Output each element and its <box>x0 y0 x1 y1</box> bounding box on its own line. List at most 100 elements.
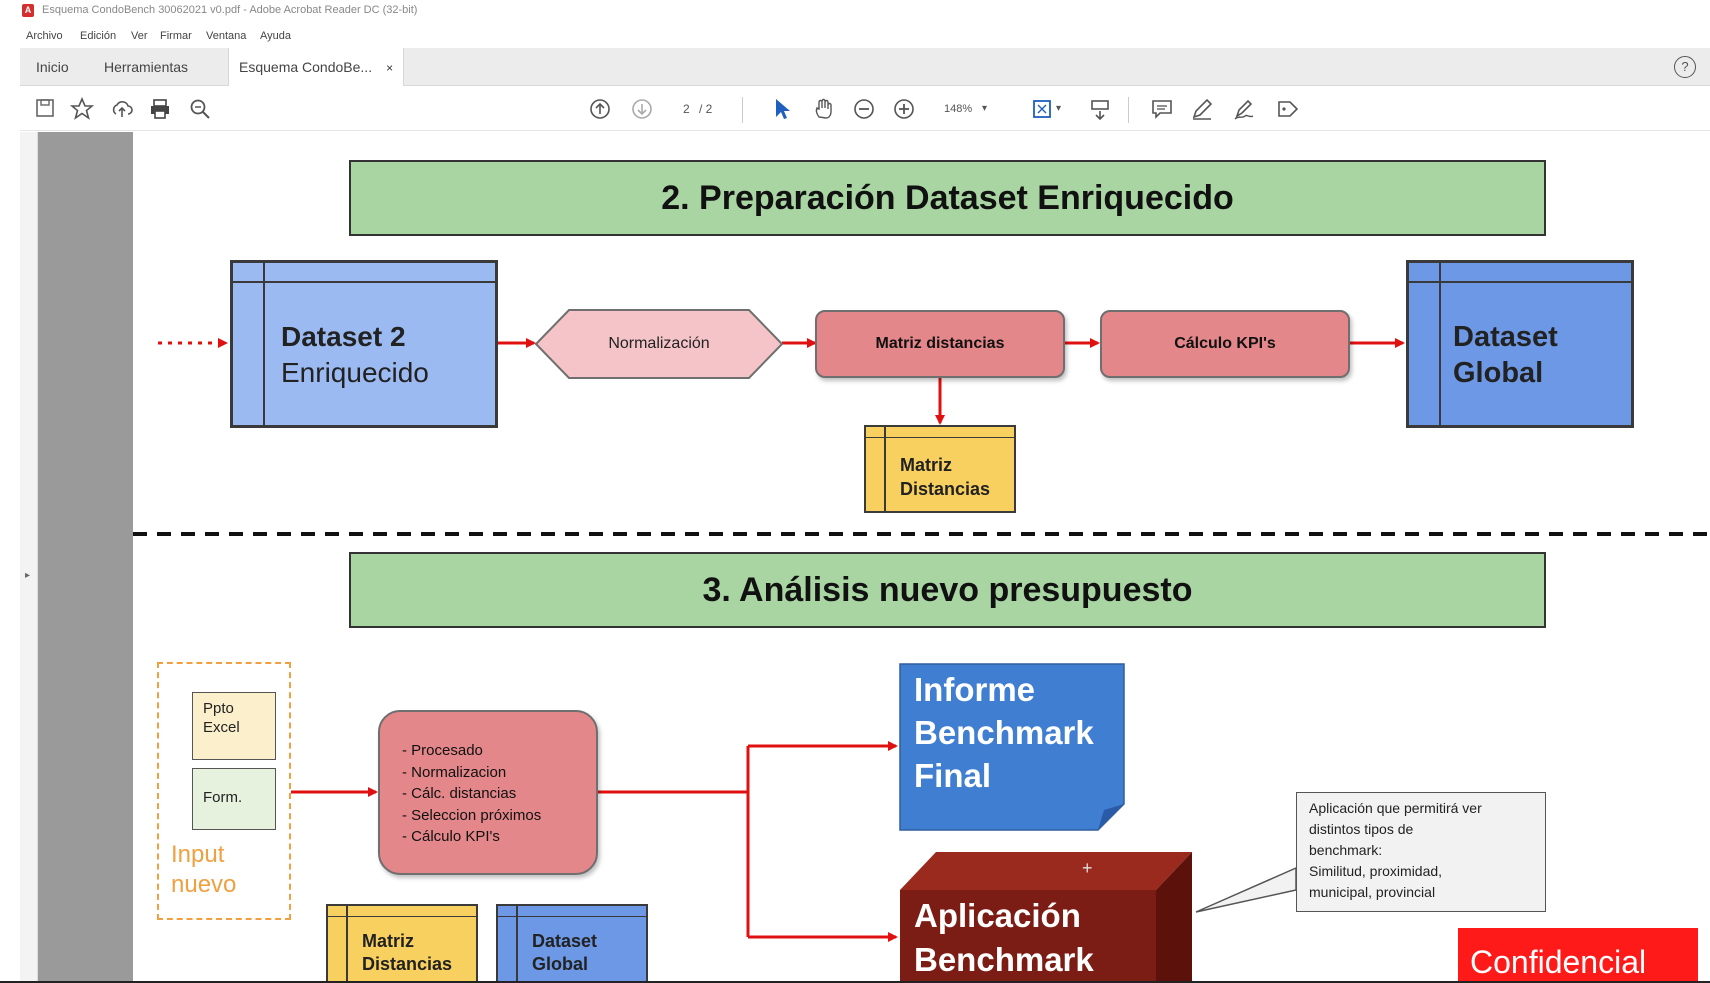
table-column-strip <box>884 427 886 511</box>
ppto-excel-line1: Ppto <box>203 700 234 717</box>
process-item: - Seleccion próximos <box>402 806 542 824</box>
table-column-strip <box>516 906 518 983</box>
matriz-table-line1: Matriz <box>900 455 953 475</box>
input-label-line2: nuevo <box>171 871 237 898</box>
normalizacion-shape <box>534 309 784 379</box>
toolbar-divider <box>1128 97 1129 123</box>
note-line: benchmark: <box>1309 842 1383 858</box>
comment-icon[interactable] <box>1150 97 1174 121</box>
matriz-distancias-step: Matriz distancias <box>815 310 1065 378</box>
pdf-app-icon: A <box>22 4 34 17</box>
tab-bar: Inicio Herramientas Esquema CondoBe...× … <box>20 48 1710 86</box>
input-label-line1: Input <box>171 841 225 868</box>
informe-line1: Informe <box>914 671 1036 708</box>
dataset-global-box: Dataset Global <box>1406 260 1634 428</box>
dataset-global-line1: Dataset <box>1453 321 1558 353</box>
window-title: Esquema CondoBench 30062021 v0.pdf - Ado… <box>42 4 418 16</box>
chevron-down-icon[interactable]: ▾ <box>982 103 988 114</box>
help-icon[interactable]: ? <box>1674 56 1696 78</box>
toolbar-divider <box>742 97 743 123</box>
aplicacion-cube-shape: + <box>900 852 1192 983</box>
aplicacion-benchmark: Aplicación Benchmark <box>914 894 1094 982</box>
svg-text:+: + <box>1082 858 1093 878</box>
menu-edicion[interactable]: Edición <box>80 30 117 42</box>
dataset-enriquecido-title: Dataset 2 <box>281 321 406 352</box>
table-header-strip <box>233 263 495 283</box>
callout-pointer <box>1195 866 1297 913</box>
informe-shape <box>899 663 1125 831</box>
calculo-kpi-step: Cálculo KPI's <box>1100 310 1350 378</box>
tab-herramientas[interactable]: Herramientas <box>104 59 189 75</box>
process-item: - Cálc. distancias <box>402 785 517 802</box>
cloud-upload-icon[interactable] <box>110 97 134 121</box>
hand-icon[interactable] <box>812 97 836 121</box>
table-header-strip <box>328 906 476 917</box>
page-gutter <box>38 132 133 983</box>
note-line: municipal, provincial <box>1309 884 1436 900</box>
table-column-strip <box>346 906 348 983</box>
expand-panel-icon[interactable]: ▸ <box>25 570 31 581</box>
fit-page-icon[interactable] <box>1030 97 1054 121</box>
table-header-strip <box>1409 263 1631 283</box>
menu-ventana[interactable]: Ventana <box>206 30 247 42</box>
menu-firmar[interactable]: Firmar <box>160 30 192 42</box>
bottom-dataset-line1: Dataset <box>532 931 598 951</box>
bottom-matriz-line1: Matriz <box>362 931 415 951</box>
tag-icon[interactable] <box>1276 97 1300 121</box>
star-icon[interactable] <box>70 97 94 121</box>
ppto-excel-line2: Excel <box>203 719 240 736</box>
zoom-in-icon[interactable] <box>892 97 916 121</box>
toolbar: 2 / 2 148% ▾ ▾ <box>20 87 1710 131</box>
aplicacion-line2: Benchmark <box>914 941 1094 978</box>
pen-icon[interactable] <box>1190 97 1214 121</box>
dataset-enriquecido-box: Dataset 2 Enriquecido <box>230 260 498 428</box>
fit-chevron-icon[interactable]: ▾ <box>1056 103 1062 114</box>
zoom-out-icon[interactable] <box>852 97 876 121</box>
bottom-border <box>0 981 1710 983</box>
bottom-dataset-line2: Global <box>532 954 589 974</box>
scroll-mode-icon[interactable] <box>1088 97 1112 121</box>
matriz-distancias-table: Matriz Distancias <box>864 425 1016 513</box>
dataset-enriquecido-subtitle: Enriquecido <box>281 357 429 388</box>
arrow-down-circle-icon[interactable] <box>630 97 654 121</box>
tab-inicio[interactable]: Inicio <box>36 59 69 75</box>
search-icon[interactable] <box>188 97 212 121</box>
table-header-strip <box>498 906 646 917</box>
table-column-strip <box>263 263 265 425</box>
normalizacion-label: Normalización <box>608 335 710 352</box>
matriz-table-line2: Distancias <box>900 479 991 499</box>
cursor-icon[interactable] <box>772 97 792 121</box>
sign-icon[interactable] <box>1232 97 1256 121</box>
aplicacion-callout-note: Aplicación que permitirá ver distintos t… <box>1296 792 1546 912</box>
title-bar: A Esquema CondoBench 30062021 v0.pdf - A… <box>0 0 1710 22</box>
process-item: - Normalizacion <box>402 763 507 781</box>
page-current-field[interactable]: 2 <box>683 102 690 116</box>
dataset-global-line2: Global <box>1453 357 1544 389</box>
process-item: - Cálculo KPI's <box>402 828 500 845</box>
section-3-banner: 3. Análisis nuevo presupuesto <box>349 552 1546 628</box>
menu-ayuda[interactable]: Ayuda <box>260 30 291 42</box>
menu-archivo[interactable]: Archivo <box>26 30 63 42</box>
menu-bar: Archivo Edición Ver Firmar Ventana Ayuda <box>0 22 1710 46</box>
informe-benchmark-final: Informe Benchmark Final <box>914 668 1094 797</box>
print-icon[interactable] <box>148 97 172 121</box>
page-total: / 2 <box>699 102 713 116</box>
informe-line3: Final <box>914 757 992 794</box>
note-line: Aplicación que permitirá ver <box>1309 800 1482 816</box>
menu-ver[interactable]: Ver <box>131 30 148 42</box>
note-line: distintos tipos de <box>1309 821 1414 837</box>
tab-document[interactable]: Esquema CondoBe... × <box>228 48 405 86</box>
process-box: - Procesado - Normalizacion - Cálc. dist… <box>378 710 598 875</box>
save-icon[interactable] <box>34 97 56 119</box>
section-2-banner: 2. Preparación Dataset Enriquecido <box>349 160 1546 236</box>
zoom-level-select[interactable]: 148% <box>944 103 973 115</box>
arrow-up-circle-icon[interactable] <box>588 97 612 121</box>
close-icon[interactable]: × <box>386 61 394 75</box>
tab-document-label: Esquema CondoBe... <box>239 59 373 75</box>
bottom-matriz-table: Matriz Distancias <box>326 904 478 983</box>
bottom-matriz-line2: Distancias <box>362 954 453 974</box>
informe-line2: Benchmark <box>914 714 1094 751</box>
table-column-strip <box>1439 263 1441 425</box>
input-nuevo-group: Input nuevo <box>157 662 291 920</box>
